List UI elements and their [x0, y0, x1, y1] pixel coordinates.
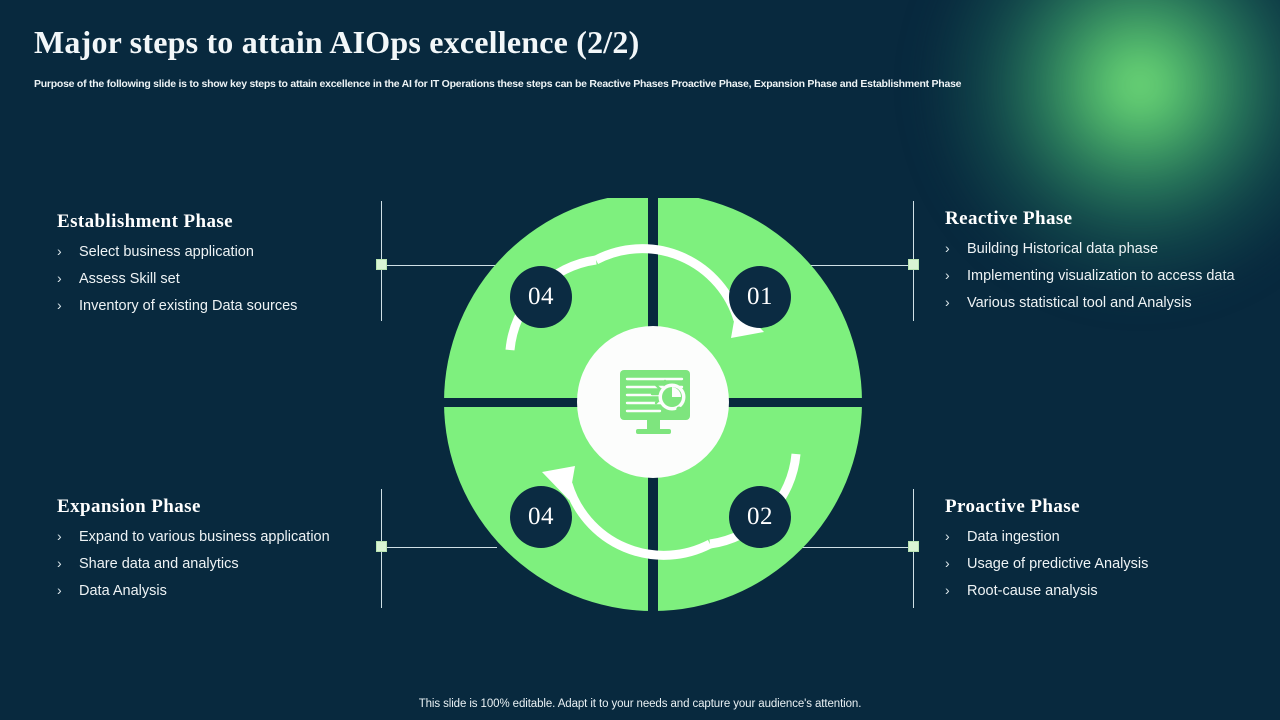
chevron-right-icon: ›: [945, 294, 950, 311]
list-item-label: Building Historical data phase: [967, 241, 1159, 257]
list-item-label: Share data and analytics: [79, 556, 239, 573]
monitor-analytics-icon: [620, 370, 690, 434]
phase-block-reactive: Reactive Phase › Building Historical dat…: [945, 208, 1235, 321]
phase-block-establishment: Establishment Phase › Select business ap…: [57, 211, 387, 324]
chevron-right-icon: ›: [57, 528, 62, 544]
list-item: › Data ingestion: [945, 528, 1235, 546]
cycle-badge-number: 04: [528, 503, 554, 530]
phase-bullets-proactive: › Data ingestion › Usage of predictive A…: [945, 528, 1235, 600]
page-title: Major steps to attain AIOps excellence (…: [34, 24, 640, 60]
list-item: › Usage of predictive Analysis: [945, 555, 1235, 573]
cycle-badge-bottom-right[interactable]: 02: [729, 486, 791, 548]
phase-bullets-establishment: › Select business application › Assess S…: [57, 243, 387, 315]
cycle-arrowhead-left: [542, 466, 575, 500]
list-item: › Expand to various business application: [57, 528, 387, 546]
list-item: › Assess Skill set: [57, 270, 387, 288]
list-item-label: Assess Skill set: [79, 271, 180, 288]
list-item: › Implementing visualization to access d…: [945, 267, 1235, 285]
chevron-right-icon: ›: [57, 243, 62, 259]
cycle-diagram-svg: [444, 198, 862, 611]
list-item-label: Implementing visualization to access dat…: [967, 268, 1235, 285]
phase-block-expansion: Expansion Phase › Expand to various busi…: [57, 496, 387, 609]
list-item-label: Data Analysis: [79, 583, 167, 600]
chevron-right-icon: ›: [57, 270, 62, 287]
list-item-label: Inventory of existing Data sources: [79, 298, 298, 315]
connector-marker-top-right: [908, 259, 919, 270]
connector-marker-bottom-left: [376, 541, 387, 552]
list-item: › Inventory of existing Data sources: [57, 297, 387, 315]
list-item-label: Root-cause analysis: [967, 583, 1098, 600]
cycle-badge-number: 02: [747, 503, 773, 530]
connector-marker-top-left: [376, 259, 387, 270]
phase-heading-reactive: Reactive Phase: [945, 208, 1073, 229]
chevron-right-icon: ›: [945, 267, 950, 284]
list-item-label: Various statistical tool and Analysis: [967, 295, 1192, 312]
list-item: › Building Historical data phase: [945, 240, 1235, 258]
cycle-badge-number: 04: [528, 283, 554, 310]
list-item-label: Data ingestion: [967, 529, 1060, 545]
cycle-diagram: 04 01 04 02: [444, 198, 862, 614]
phase-block-proactive: Proactive Phase › Data ingestion › Usage…: [945, 496, 1235, 609]
connector-hline-top-right: [800, 265, 914, 266]
phase-heading-proactive: Proactive Phase: [945, 496, 1080, 517]
chevron-right-icon: ›: [57, 582, 62, 599]
chevron-right-icon: ›: [945, 528, 950, 544]
list-item: › Select business application: [57, 243, 387, 261]
list-item: › Root-cause analysis: [945, 582, 1235, 600]
phase-heading-establishment: Establishment Phase: [57, 211, 233, 232]
connector-hline-top-left: [381, 265, 497, 266]
list-item: › Various statistical tool and Analysis: [945, 294, 1235, 312]
list-item-label: Usage of predictive Analysis: [967, 556, 1149, 573]
cycle-badge-top-right[interactable]: 01: [729, 266, 791, 328]
page-subtitle: Purpose of the following slide is to sho…: [34, 78, 962, 90]
chevron-right-icon: ›: [945, 555, 950, 572]
connector-hline-bottom-right: [800, 547, 914, 548]
chevron-right-icon: ›: [945, 582, 950, 599]
slide-footer-note: This slide is 100% editable. Adapt it to…: [418, 698, 862, 710]
chevron-right-icon: ›: [57, 555, 62, 572]
connector-marker-bottom-right: [908, 541, 919, 552]
list-item: › Share data and analytics: [57, 555, 387, 573]
phase-bullets-expansion: › Expand to various business application…: [57, 528, 387, 600]
connector-hline-bottom-left: [381, 547, 497, 548]
cycle-badge-bottom-left[interactable]: 04: [510, 486, 572, 548]
list-item-label: Expand to various business application: [79, 529, 330, 545]
chevron-right-icon: ›: [57, 297, 62, 314]
list-item: › Data Analysis: [57, 582, 387, 600]
cycle-badge-top-left[interactable]: 04: [510, 266, 572, 328]
cycle-badge-number: 01: [747, 283, 773, 310]
phase-bullets-reactive: › Building Historical data phase › Imple…: [945, 240, 1235, 312]
list-item-label: Select business application: [79, 244, 254, 260]
phase-heading-expansion: Expansion Phase: [57, 496, 201, 517]
chevron-right-icon: ›: [945, 240, 950, 256]
